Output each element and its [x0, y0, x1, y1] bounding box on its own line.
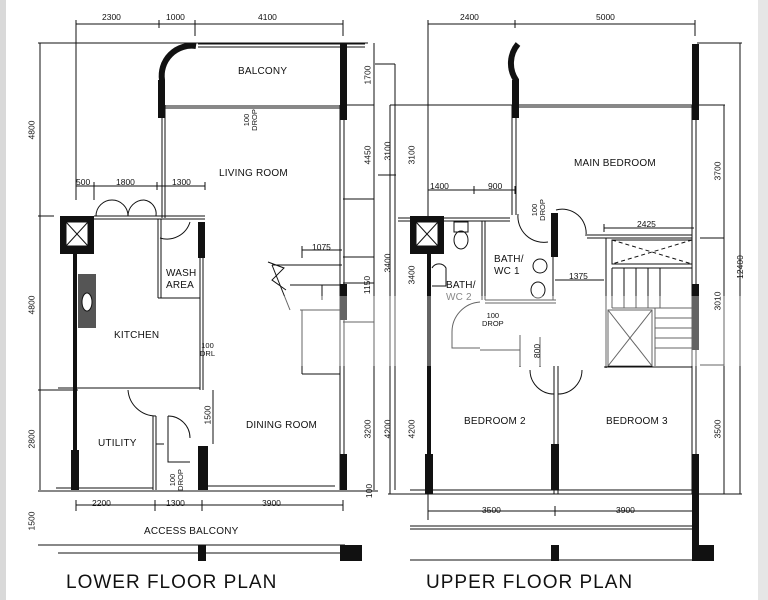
- dim-upper-left-1: 3100: [406, 145, 417, 165]
- dim-lower-left-3: 2800: [26, 429, 37, 449]
- note-lower-drop-top: 100 DROP: [241, 109, 259, 131]
- room-label-bedroom-2: BEDROOM 2: [464, 416, 526, 427]
- dim-lower-right-3: 1150: [362, 275, 373, 295]
- note-upper-drop-top: 100 DROP: [529, 199, 547, 221]
- room-label-dining-room: DINING ROOM: [246, 420, 318, 431]
- dim-upper-right-3: 3500: [712, 419, 723, 439]
- dim-lower-bottom-2: 1300: [166, 498, 185, 508]
- dim-lower-right-4: 3200: [362, 419, 373, 439]
- dim-lower-left-2: 4800: [26, 295, 37, 315]
- upper-floor-plan-title: UPPER FLOOR PLAN: [426, 572, 634, 593]
- dim-upper-top-2: 5000: [596, 12, 615, 22]
- dim-upper-mid-2: 900: [488, 181, 503, 191]
- dim-lower-mid-3: 1300: [172, 177, 191, 187]
- dim-lower-left-4: 1500: [26, 511, 37, 531]
- room-label-bath-wc-1: BATH/ WC 1: [494, 254, 524, 278]
- room-label-bath-wc-2: BATH/ WC 2: [446, 280, 476, 304]
- room-label-wash-area: WASH AREA: [166, 268, 196, 292]
- wash-label-line1: WASH: [166, 268, 197, 279]
- dim-lower-right-5: 100: [364, 483, 375, 499]
- dim-lower-outer-3: 4200: [382, 419, 393, 439]
- dim-lower-outer-2: 3400: [382, 253, 393, 273]
- note-upper-drop-bath: 100 DROP: [482, 311, 504, 328]
- room-label-bedroom-3: BEDROOM 3: [606, 416, 668, 427]
- room-label-utility: UTILITY: [98, 438, 137, 449]
- bath-wc-1-line1: BATH/: [494, 254, 524, 265]
- dim-lower-right-1: 1700: [362, 65, 373, 85]
- note-lower-drop-bottom: 100 DROP: [167, 469, 185, 491]
- dim-lower-stair: 1075: [312, 242, 331, 252]
- dim-lower-left-1: 4800: [26, 120, 37, 140]
- bath-wc-2-line1: BATH/: [446, 280, 476, 291]
- dim-lower-top-3: 4100: [258, 12, 277, 22]
- dim-lower-mid-1: 500: [76, 177, 91, 187]
- room-label-kitchen: KITCHEN: [114, 330, 160, 341]
- dim-lower-door: 1500: [202, 405, 213, 425]
- dim-lower-outer-1: 3100: [382, 141, 393, 161]
- room-label-balcony: BALCONY: [238, 66, 288, 77]
- dim-lower-mid-2: 1800: [116, 177, 135, 187]
- dim-upper-bottom-2: 3900: [616, 505, 635, 515]
- dim-lower-bottom-3: 3900: [262, 498, 281, 508]
- dim-upper-corridor: 1375: [569, 271, 588, 281]
- dim-upper-left-3: 4200: [406, 419, 417, 439]
- dim-lower-top-2: 1000: [166, 12, 185, 22]
- dim-upper-door: 800: [532, 343, 543, 359]
- dim-lower-right-2: 4450: [362, 145, 373, 165]
- right-edge-border: [758, 0, 768, 600]
- left-edge-border: [0, 0, 6, 600]
- dim-upper-outer: 12400: [734, 255, 745, 279]
- dim-lower-bottom-1: 2200: [92, 498, 111, 508]
- bath-wc-2-line2: WC 2: [446, 292, 472, 303]
- dim-upper-right-1: 3700: [712, 161, 723, 181]
- room-label-access-balcony: ACCESS BALCONY: [144, 526, 239, 537]
- dim-upper-wardrobe: 2425: [637, 219, 656, 229]
- dim-upper-bottom-1: 3500: [482, 505, 501, 515]
- dim-lower-top-1: 2300: [102, 12, 121, 22]
- wash-label-line2: AREA: [166, 280, 195, 291]
- dim-upper-mid-1: 1400: [430, 181, 449, 191]
- note-lower-drop-kitchen: 100 DRL: [200, 341, 216, 358]
- room-label-living-room: LIVING ROOM: [219, 168, 288, 179]
- dim-upper-left-2: 3400: [406, 265, 417, 285]
- lower-floor-plan-title: LOWER FLOOR PLAN: [66, 572, 278, 593]
- room-label-main-bedroom: MAIN BEDROOM: [574, 158, 656, 169]
- bath-wc-1-line2: WC 1: [494, 266, 520, 277]
- dim-upper-right-2: 3010: [712, 291, 723, 311]
- dim-upper-top-1: 2400: [460, 12, 479, 22]
